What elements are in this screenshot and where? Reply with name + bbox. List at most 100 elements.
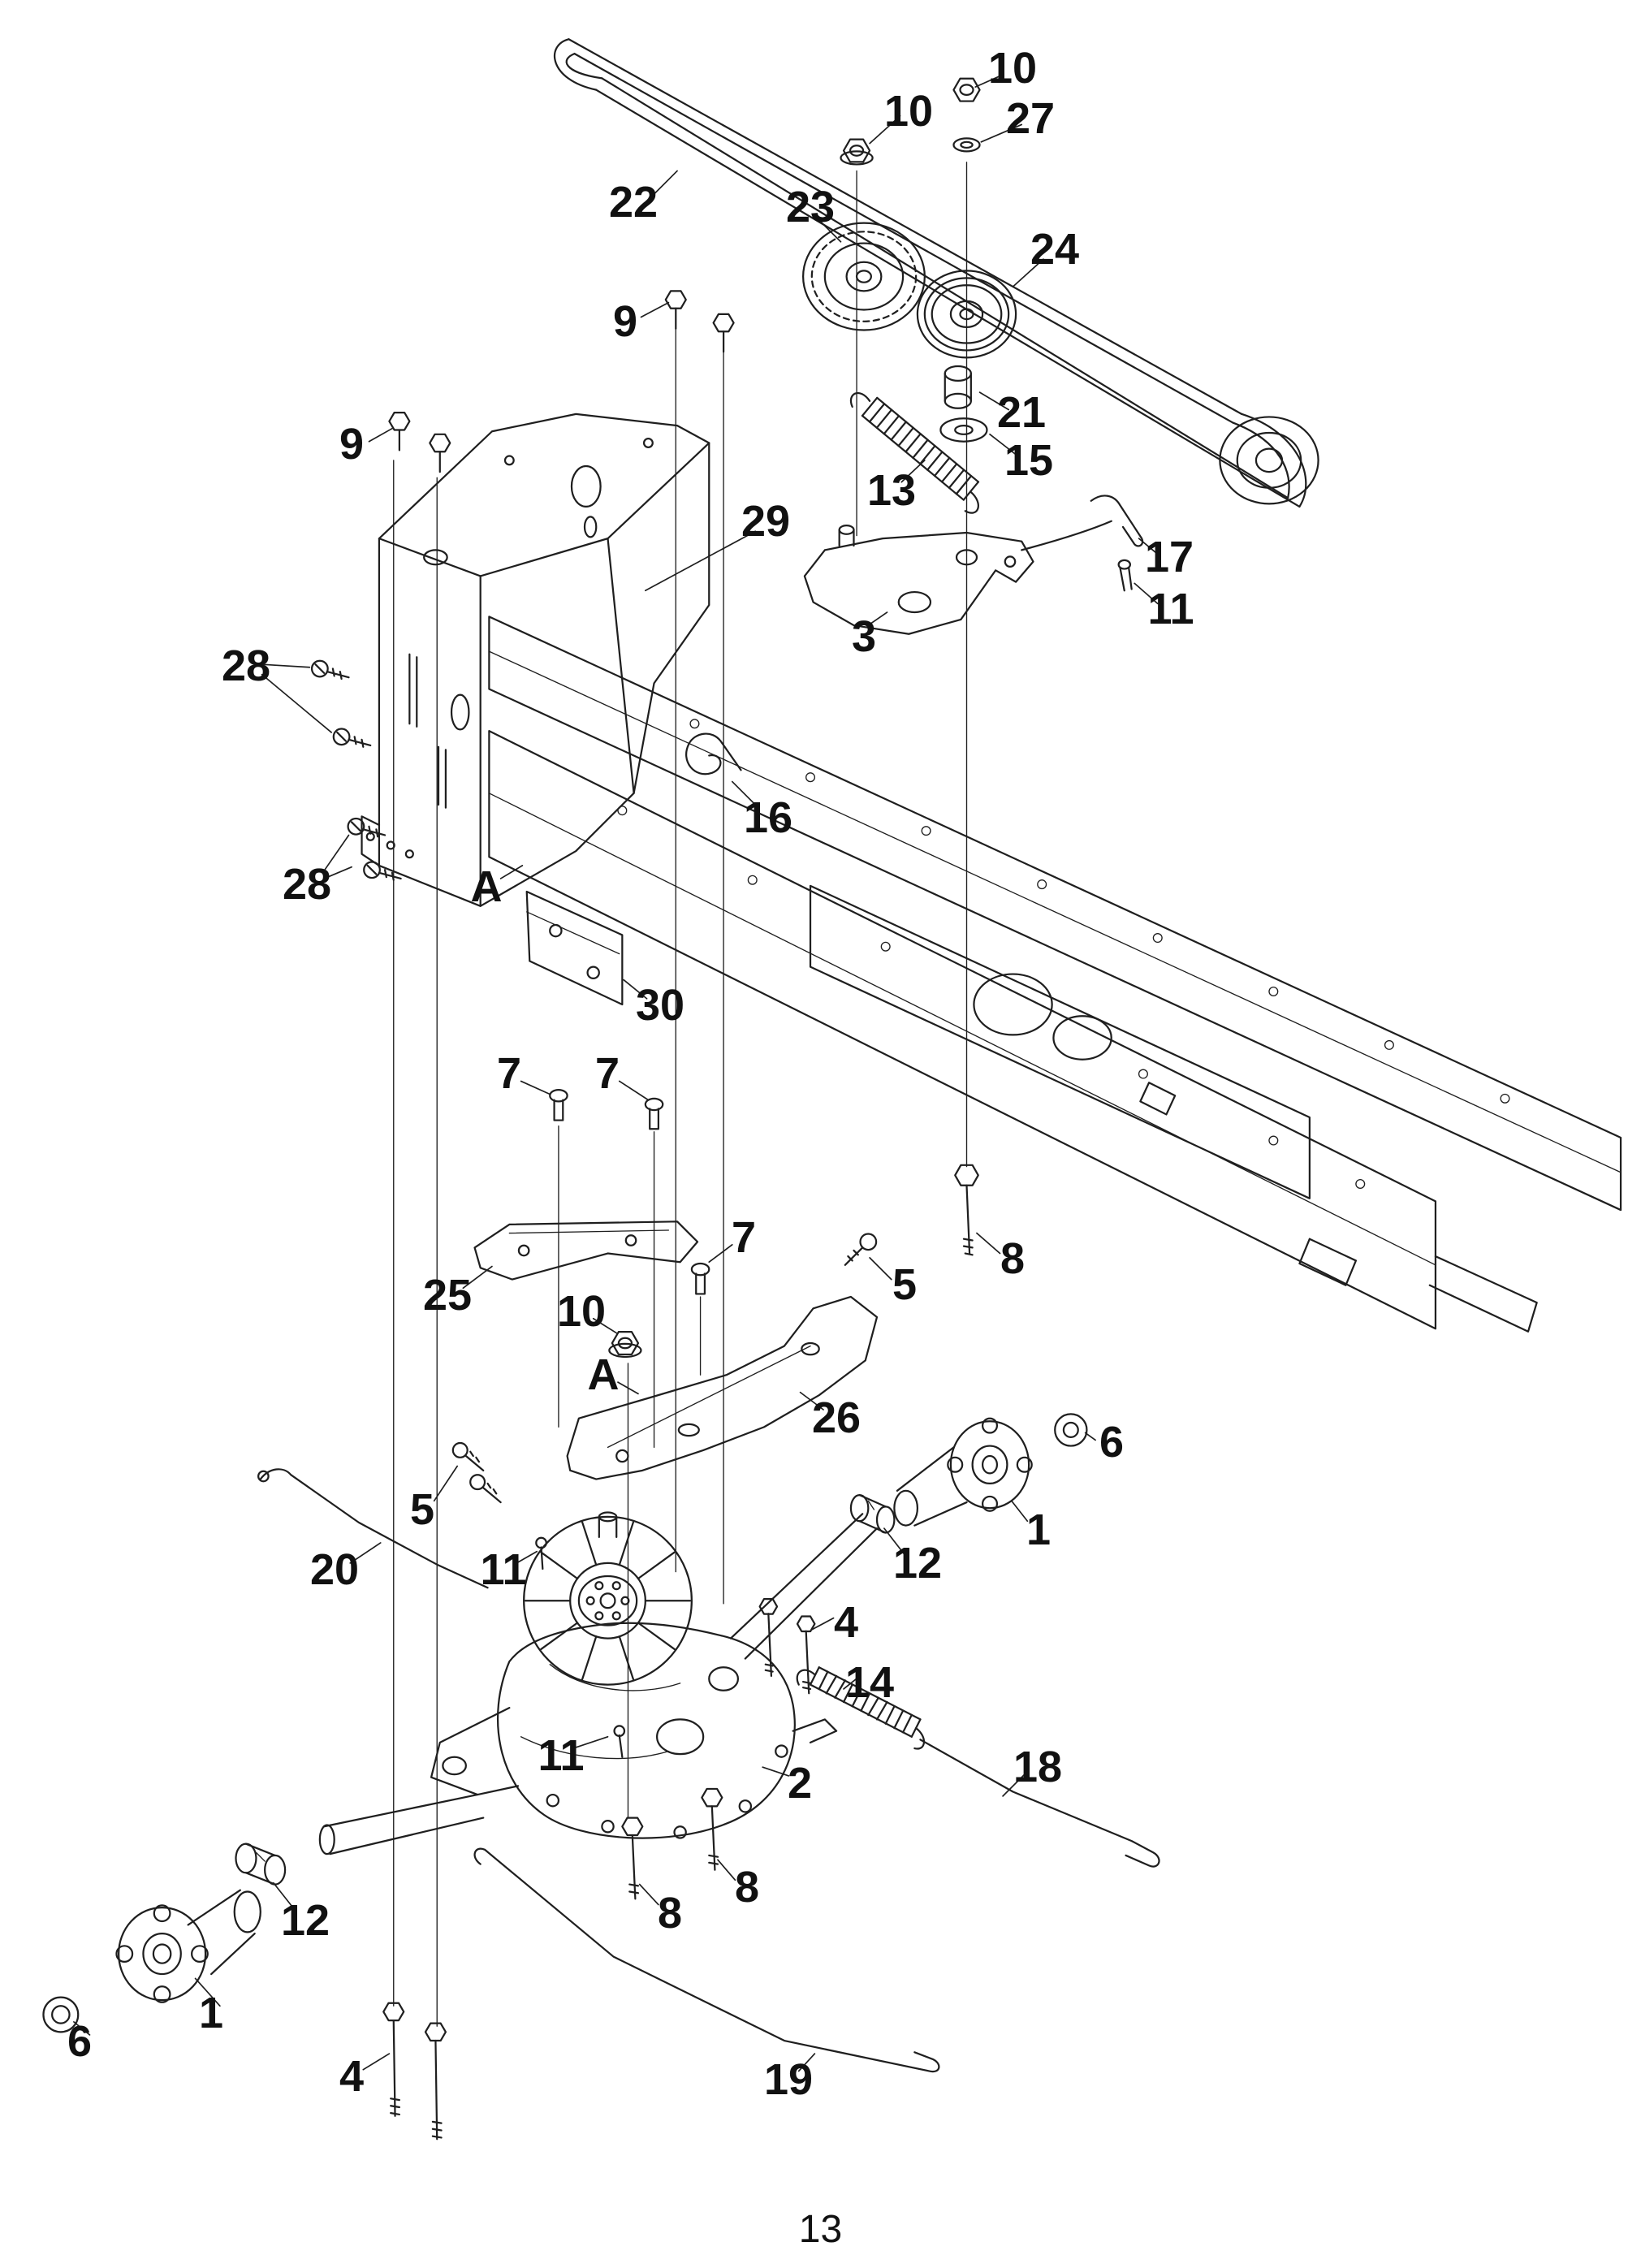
callout-label: 6 xyxy=(67,2017,93,2066)
washer xyxy=(952,137,981,153)
cooling-fan xyxy=(523,1515,693,1686)
callout-label: 11 xyxy=(480,1545,527,1594)
callout-label: 8 xyxy=(657,1889,683,1938)
leader-lines xyxy=(73,74,1159,2072)
idler-spring xyxy=(849,391,980,514)
hex-bolt xyxy=(664,290,687,330)
callout-label: 2 xyxy=(787,1759,813,1808)
callout-label: 24 xyxy=(1030,225,1080,274)
shoulder-screw xyxy=(690,1262,710,1295)
support-bracket xyxy=(525,890,624,1006)
hex-screw xyxy=(469,1474,502,1504)
callout-label: 29 xyxy=(741,497,791,546)
callout-label: 9 xyxy=(339,420,365,469)
callout-label: 16 xyxy=(743,793,793,842)
shoulder-bolt xyxy=(535,1536,547,1570)
callout-label: 30 xyxy=(635,981,685,1030)
page-number: 13 xyxy=(798,2208,843,2251)
idler-bracket xyxy=(803,520,1112,635)
shoulder-screw xyxy=(644,1097,664,1130)
callout-label: 18 xyxy=(1013,1743,1063,1791)
brake-spring xyxy=(796,1666,926,1750)
self-tapping-screw xyxy=(347,817,386,838)
callout-label: 7 xyxy=(496,1049,522,1098)
engine-pulley xyxy=(1219,416,1319,505)
callout-label: 6 xyxy=(1099,1418,1125,1467)
split-spacer xyxy=(235,1842,287,1886)
self-tapping-screw xyxy=(363,861,402,881)
callout-label: 17 xyxy=(1144,533,1194,581)
spacer xyxy=(944,365,972,409)
callout-label: 8 xyxy=(1000,1234,1026,1283)
hex-bolt xyxy=(621,1817,644,1900)
transaxle-brace xyxy=(473,1220,699,1281)
wheel-hub xyxy=(893,1417,1033,1527)
callout-label: 10 xyxy=(556,1287,607,1336)
callout-label: 12 xyxy=(892,1539,943,1588)
callout-label: 10 xyxy=(987,44,1038,93)
callout-label: 4 xyxy=(339,2052,365,2101)
callout-label: 20 xyxy=(309,1545,360,1594)
hex-bolt xyxy=(424,2022,447,2141)
callout-label: 1 xyxy=(1026,1506,1052,1554)
callout-label: 14 xyxy=(844,1658,895,1707)
transaxle xyxy=(318,1511,879,1855)
callout-label: 5 xyxy=(892,1260,918,1309)
flat-idler-pulley xyxy=(801,222,926,331)
callout-label: 28 xyxy=(282,860,332,909)
shoulder-screw xyxy=(549,1089,568,1121)
belt-keeper-clip xyxy=(685,732,742,775)
callout-label: 22 xyxy=(608,178,659,227)
hex-bolt xyxy=(429,433,451,473)
control-rod xyxy=(473,1847,940,2073)
callout-label: 4 xyxy=(833,1598,859,1647)
split-spacer xyxy=(849,1494,896,1534)
frame-rails xyxy=(488,616,1622,1333)
callout-label: 7 xyxy=(594,1049,620,1098)
callout-label: 19 xyxy=(763,2055,814,2104)
callout-label: 1 xyxy=(198,1989,224,2037)
hex-bolt xyxy=(388,411,411,451)
flat-washer xyxy=(939,417,988,443)
frame-tower xyxy=(361,413,710,907)
datum-label-a: A xyxy=(470,862,503,911)
hex-bolt xyxy=(758,1598,779,1678)
hex-bolt xyxy=(796,1615,816,1695)
hex-screw xyxy=(844,1233,878,1266)
axle-push-cap xyxy=(42,1996,80,2033)
callout-label: 13 xyxy=(866,466,917,515)
hex-bolt xyxy=(382,2002,405,2117)
callout-label: 3 xyxy=(851,612,877,661)
self-tapping-screw xyxy=(310,659,350,680)
drive-belt xyxy=(554,38,1307,508)
transaxle-bracket xyxy=(566,1295,879,1480)
callout-label: 10 xyxy=(883,87,934,136)
flange-nut xyxy=(840,138,874,166)
hex-bolt xyxy=(701,1787,723,1871)
callout-label: 5 xyxy=(409,1485,435,1534)
spring-link-rod xyxy=(1090,495,1144,547)
brake-rod xyxy=(919,1739,1160,1868)
hex-bolt xyxy=(954,1164,979,1256)
wheel-hub xyxy=(115,1889,261,2003)
v-idler-pulley xyxy=(916,270,1017,359)
callout-label: 7 xyxy=(731,1213,757,1262)
self-tapping-screw xyxy=(332,728,372,748)
callout-label: 9 xyxy=(612,297,638,346)
flange-nut xyxy=(608,1331,642,1359)
callout-label: 28 xyxy=(221,642,271,690)
callout-label: 23 xyxy=(785,183,836,231)
frame-holes xyxy=(617,719,1510,1190)
shoulder-bolt xyxy=(613,1725,626,1758)
callout-label: 12 xyxy=(280,1896,330,1945)
axle-push-cap xyxy=(1054,1413,1088,1447)
hex-screw xyxy=(451,1441,485,1471)
datum-label-a: A xyxy=(587,1350,620,1399)
callout-label: 11 xyxy=(538,1731,585,1780)
callout-label: 15 xyxy=(1004,436,1054,485)
shift-rod xyxy=(257,1468,489,1589)
cotter-pin xyxy=(1117,559,1133,592)
assembly-axis-lines xyxy=(393,162,968,2027)
